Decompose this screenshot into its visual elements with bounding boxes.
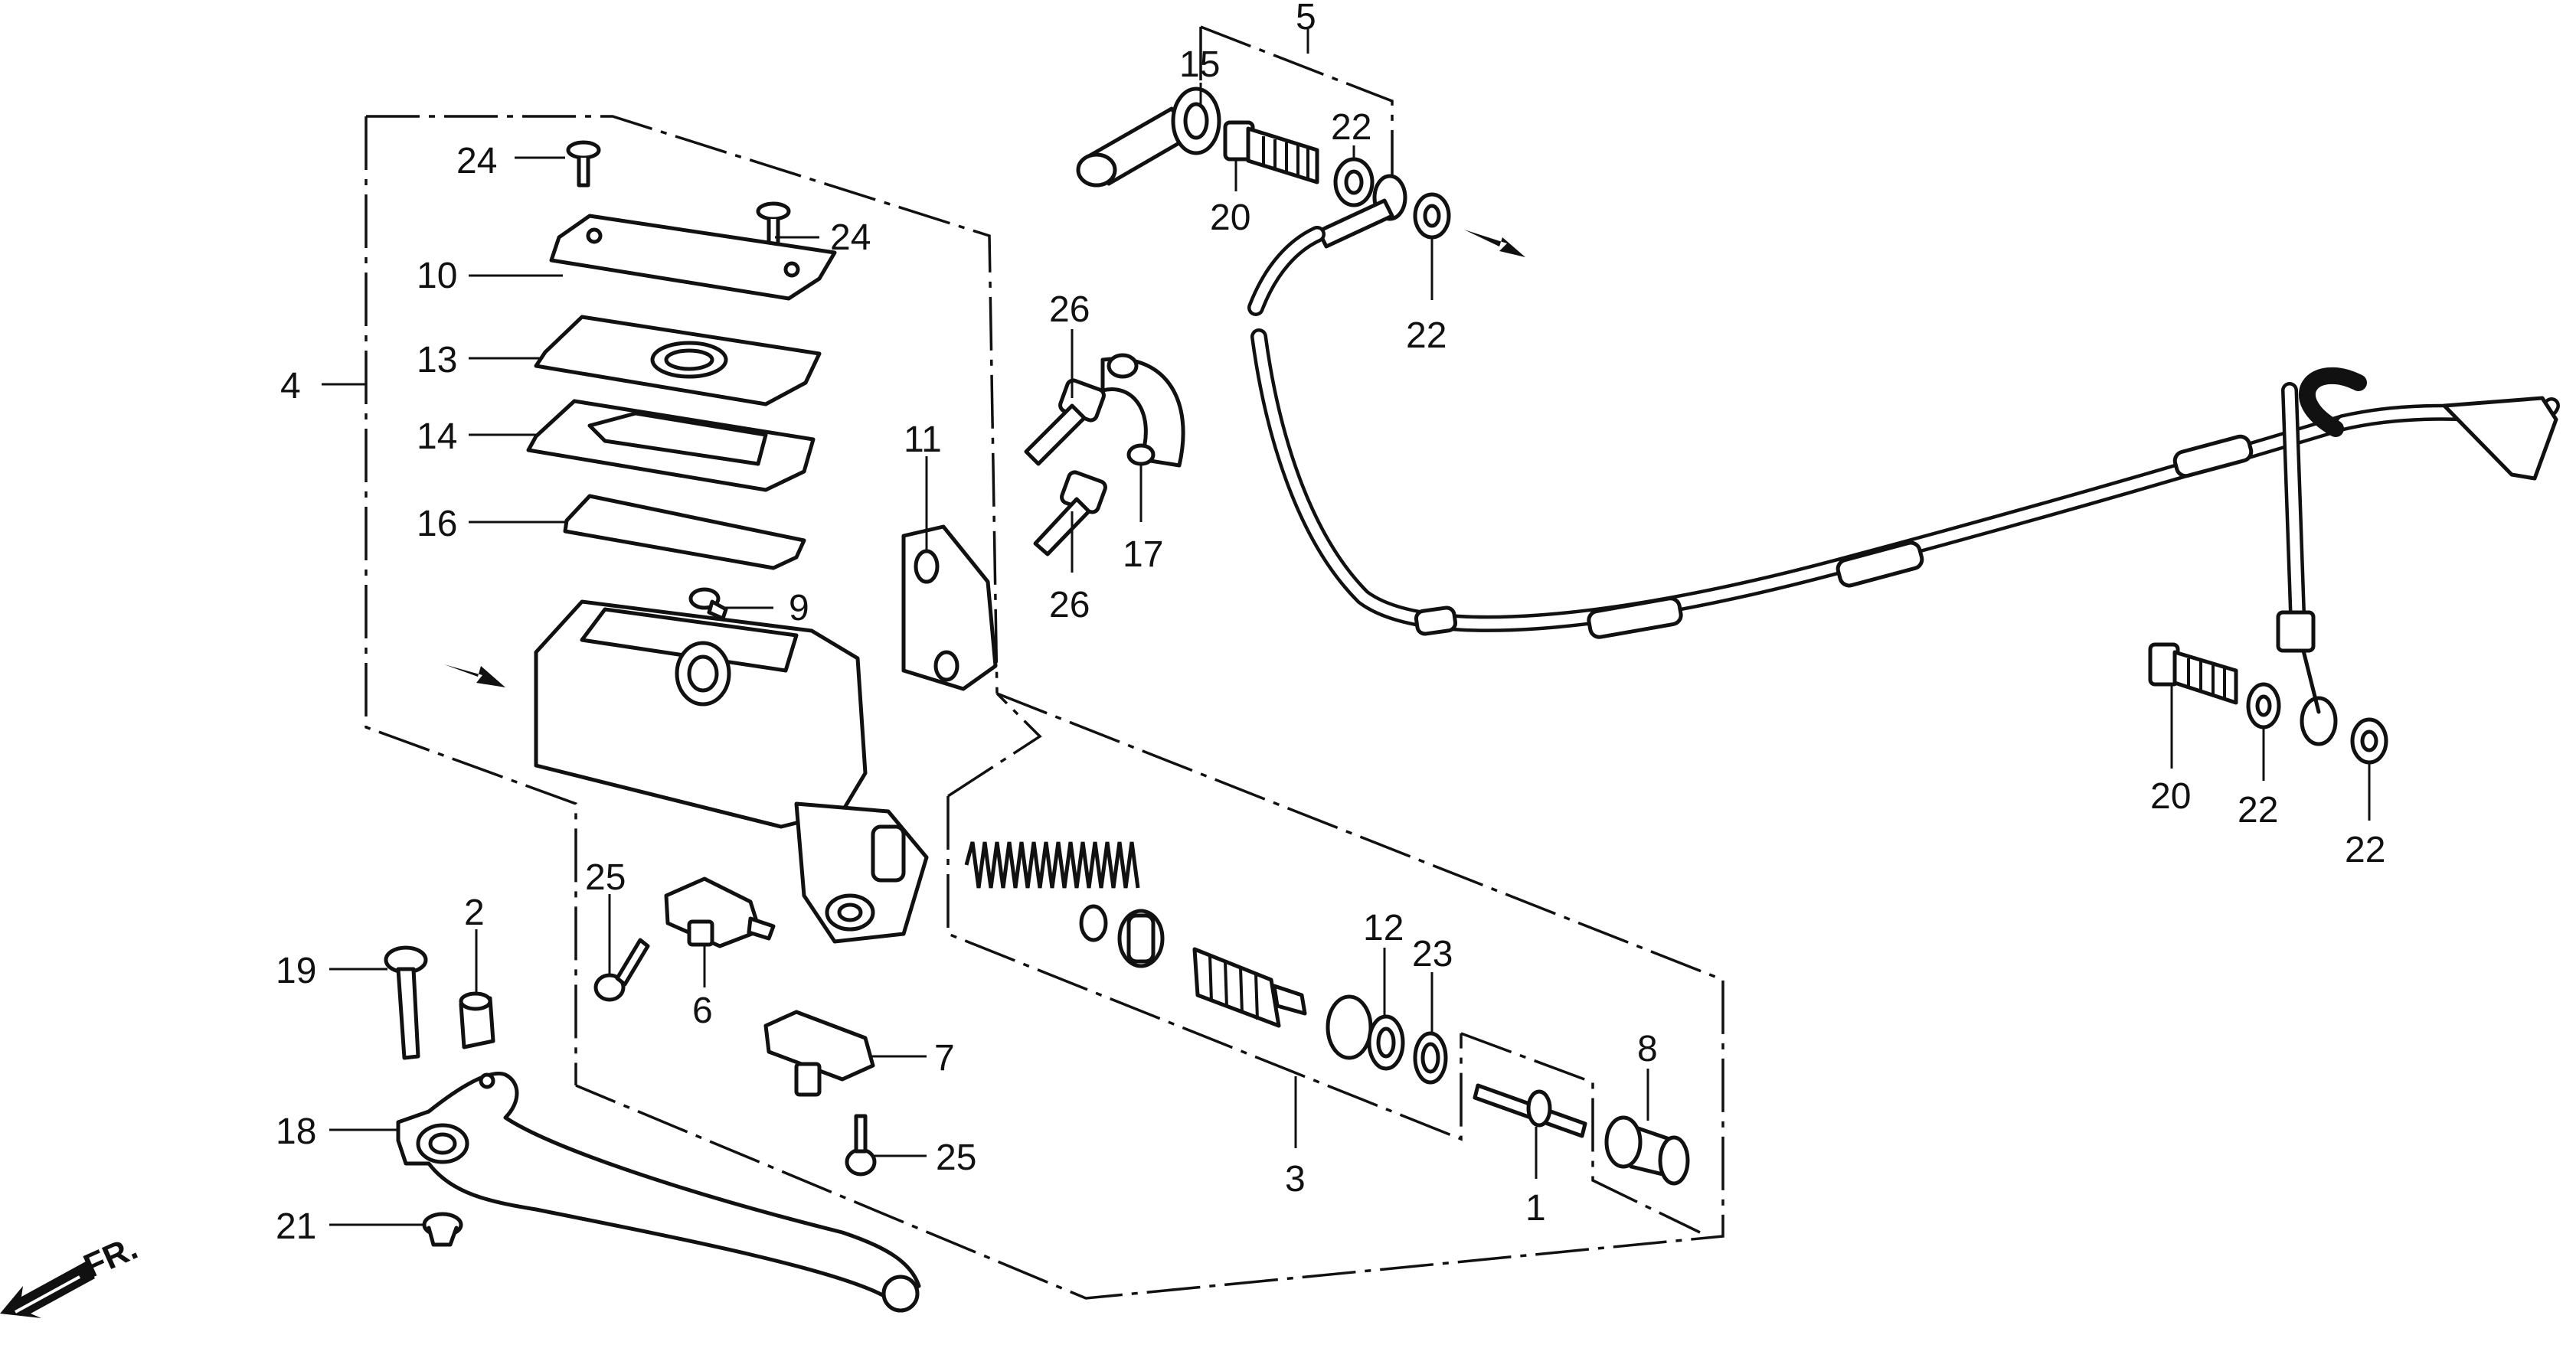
pivot-bolt-19 [384,945,428,1060]
banjo-bolt-20-top [1223,120,1319,184]
bolt-26-a [1024,378,1106,466]
washer-hole [2360,729,2378,752]
master-cylinder-body [534,599,929,944]
callout-25: 25 [585,857,626,898]
callout-17: 17 [1123,534,1163,575]
cap-hole [783,261,800,278]
callout-25: 25 [936,1137,976,1178]
washer-hole [1344,169,1364,195]
callout-2: 2 [464,893,485,933]
holder-11 [901,524,998,691]
screw-24-b [756,201,791,247]
callout-7: 7 [934,1038,955,1079]
banjo-bolt-20-right [2148,642,2238,705]
callout-9: 9 [789,588,809,628]
callout-24: 24 [456,141,497,181]
callout-16: 16 [417,504,457,544]
group-outline-3 [575,692,1724,1300]
washer-hole [1376,1027,1396,1059]
plate-16 [563,494,806,570]
front-direction-arrow-icon [0,1262,95,1318]
piston [1192,947,1307,1028]
callout-5: 5 [1296,0,1316,38]
callout-1: 1 [1525,1188,1546,1229]
clutch-hose-5 [1247,174,2560,746]
callout-13: 13 [417,340,457,380]
diaphragm-inner [587,411,768,466]
group-outline-5 [1199,25,1394,199]
callout-10: 10 [417,256,457,296]
leader-lines [322,29,2371,1226]
callout-20: 20 [1210,197,1250,238]
switch-6 [664,876,776,948]
screw-24-a [566,140,601,188]
bolt-26-b [1033,470,1107,556]
callout-6: 6 [692,991,713,1031]
screw-25-a [593,938,650,1002]
callout-18: 18 [276,1111,316,1152]
boot-8 [1604,1115,1690,1186]
reservoir-cap-10 [549,214,837,301]
callout-11: 11 [904,419,942,460]
callout-14: 14 [417,416,457,457]
clutch-lever-18 [396,1072,921,1313]
callout-22: 22 [2238,790,2278,831]
circlip-hole [1420,1042,1440,1074]
spring [964,841,1140,942]
washer-hole [2255,694,2272,717]
callout-22: 22 [2345,830,2385,870]
screw-25-b [845,1114,877,1177]
callout-26: 26 [1049,289,1090,330]
callout-26: 26 [1049,585,1090,625]
callout-22: 22 [1406,315,1447,356]
callout-labels: 5 15 22 20 22 24 24 10 13 4 14 16 9 26 1… [276,0,2385,1247]
callout-12: 12 [1363,908,1404,948]
cap-21 [422,1212,463,1247]
callout-3: 3 [1285,1159,1306,1199]
collar-2 [459,991,495,1049]
holder-17 [1100,353,1185,468]
push-rod-1 [1473,1083,1587,1138]
spring-seat [1117,909,1165,968]
callout-24: 24 [830,217,871,258]
callout-15: 15 [1179,44,1220,85]
washer-hole [1423,204,1441,228]
bolt-9 [688,587,728,621]
callout-8: 8 [1637,1029,1658,1069]
callout-4: 4 [280,366,301,406]
flow-arrow-icon [1464,230,1525,257]
callout-21: 21 [276,1206,316,1247]
callout-19: 19 [276,951,316,991]
cup-seal [1326,994,1373,1060]
callout-22: 22 [1331,107,1371,148]
callout-20: 20 [2150,776,2191,817]
flow-arrow-icon [444,664,505,687]
group-outline-4 [364,115,999,1085]
banjo-fitting-15 [1076,86,1221,188]
plate-opening-inner [664,348,714,371]
cap-hole [586,227,603,244]
switch-7 [763,1010,875,1097]
callout-23: 23 [1412,934,1453,974]
